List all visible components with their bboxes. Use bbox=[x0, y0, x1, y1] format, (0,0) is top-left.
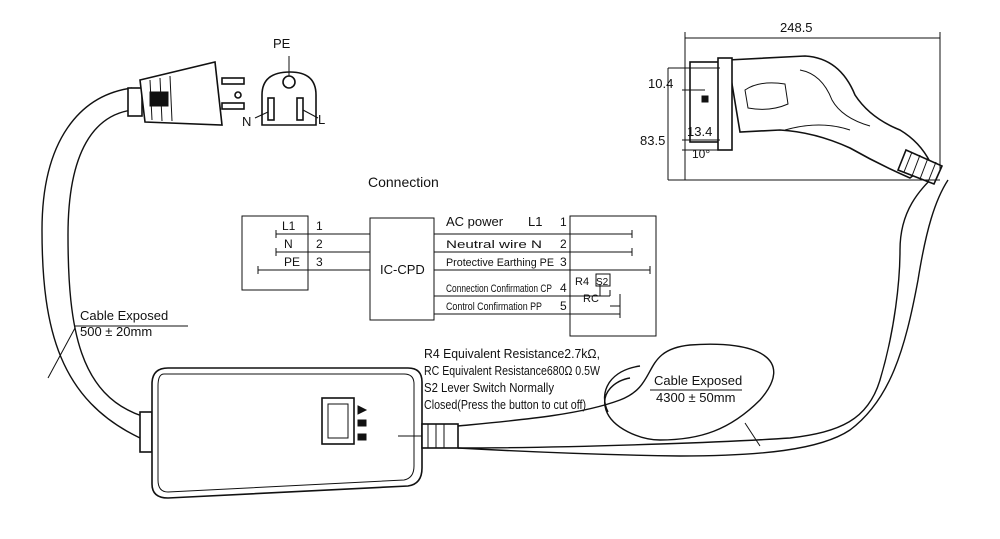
dim-83-5: 83.5 bbox=[640, 133, 665, 148]
note-line-4: Closed(Press the button to cut off) bbox=[424, 397, 586, 412]
right-line-5-num: 5 bbox=[560, 299, 567, 313]
cable-right-title: Cable Exposed bbox=[654, 373, 742, 388]
ic-cpd-label: IC-CPD bbox=[380, 262, 425, 277]
right-line-1-sub: L1 bbox=[528, 214, 542, 229]
resistance-notes: R4 Equivalent Resistance2.7kΩ, RC Equiva… bbox=[424, 346, 601, 412]
ic-cpd-box bbox=[369, 217, 435, 321]
cable-right-value: 4300 ± 50mm bbox=[656, 390, 735, 405]
connector-grip bbox=[896, 148, 944, 186]
plug-pe-label: PE bbox=[273, 36, 291, 51]
right-line-1-num: 1 bbox=[560, 215, 567, 229]
dim-248-5: 248.5 bbox=[780, 20, 813, 35]
cable-left-title: Cable Exposed bbox=[80, 308, 168, 323]
left-pin-3-num: 3 bbox=[316, 255, 323, 269]
note-line-1: R4 Equivalent Resistance2.7kΩ, bbox=[424, 346, 600, 361]
s2-label: S2 bbox=[596, 277, 609, 288]
plug-l-label: L bbox=[318, 112, 325, 127]
connection-diagram: Connection L1 1 N 2 PE 3 IC-CPD bbox=[241, 174, 657, 337]
control-box bbox=[139, 367, 459, 499]
plug-body bbox=[127, 61, 245, 126]
right-terminal-box bbox=[569, 215, 657, 337]
right-line-4-label: Connection Confirmation CP bbox=[446, 283, 552, 295]
left-pin-1-num: 1 bbox=[316, 219, 323, 233]
right-line-3-num: 3 bbox=[560, 255, 567, 269]
right-line-5-label: Control Confirmation PP bbox=[446, 301, 542, 313]
left-terminal-box bbox=[241, 215, 309, 291]
note-line-3: S2 Lever Switch Normally bbox=[424, 380, 554, 395]
cable-left-value: 500 ± 20mm bbox=[80, 324, 152, 339]
r4-label: R4 bbox=[575, 276, 589, 288]
left-pin-2-num: 2 bbox=[316, 237, 323, 251]
rc-label: RC bbox=[583, 293, 599, 305]
right-line-2-label: Neutral wire N bbox=[446, 239, 542, 251]
dim-13-4: 13.4 bbox=[687, 124, 712, 139]
left-pin-l1-label: L1 bbox=[282, 219, 296, 233]
note-line-2: RC Equivalent Resistance680Ω 0.5W bbox=[424, 363, 601, 378]
right-line-2-num: 2 bbox=[560, 237, 567, 251]
cable-right-label: Cable Exposed 4300 ± 50mm bbox=[650, 373, 742, 405]
ev-connector: 248.5 10.4 83.5 13.4 10° bbox=[640, 20, 944, 186]
dim-10-4: 10.4 bbox=[648, 76, 673, 91]
left-pin-pe-label: PE bbox=[284, 255, 300, 269]
plug-face: PE N L bbox=[242, 36, 325, 129]
right-line-3-label: Protective Earthing PE bbox=[446, 257, 554, 269]
dim-angle: 10° bbox=[692, 147, 710, 161]
plug-n-label: N bbox=[242, 114, 251, 129]
left-cable bbox=[41, 87, 143, 439]
right-line-1-label: AC power bbox=[446, 214, 504, 229]
cable-left-label: Cable Exposed 500 ± 20mm bbox=[75, 308, 188, 339]
right-cable bbox=[457, 174, 949, 457]
left-pin-n-label: N bbox=[284, 237, 293, 251]
right-line-4-num: 4 bbox=[560, 281, 567, 295]
diagram-title: Connection bbox=[368, 174, 439, 190]
